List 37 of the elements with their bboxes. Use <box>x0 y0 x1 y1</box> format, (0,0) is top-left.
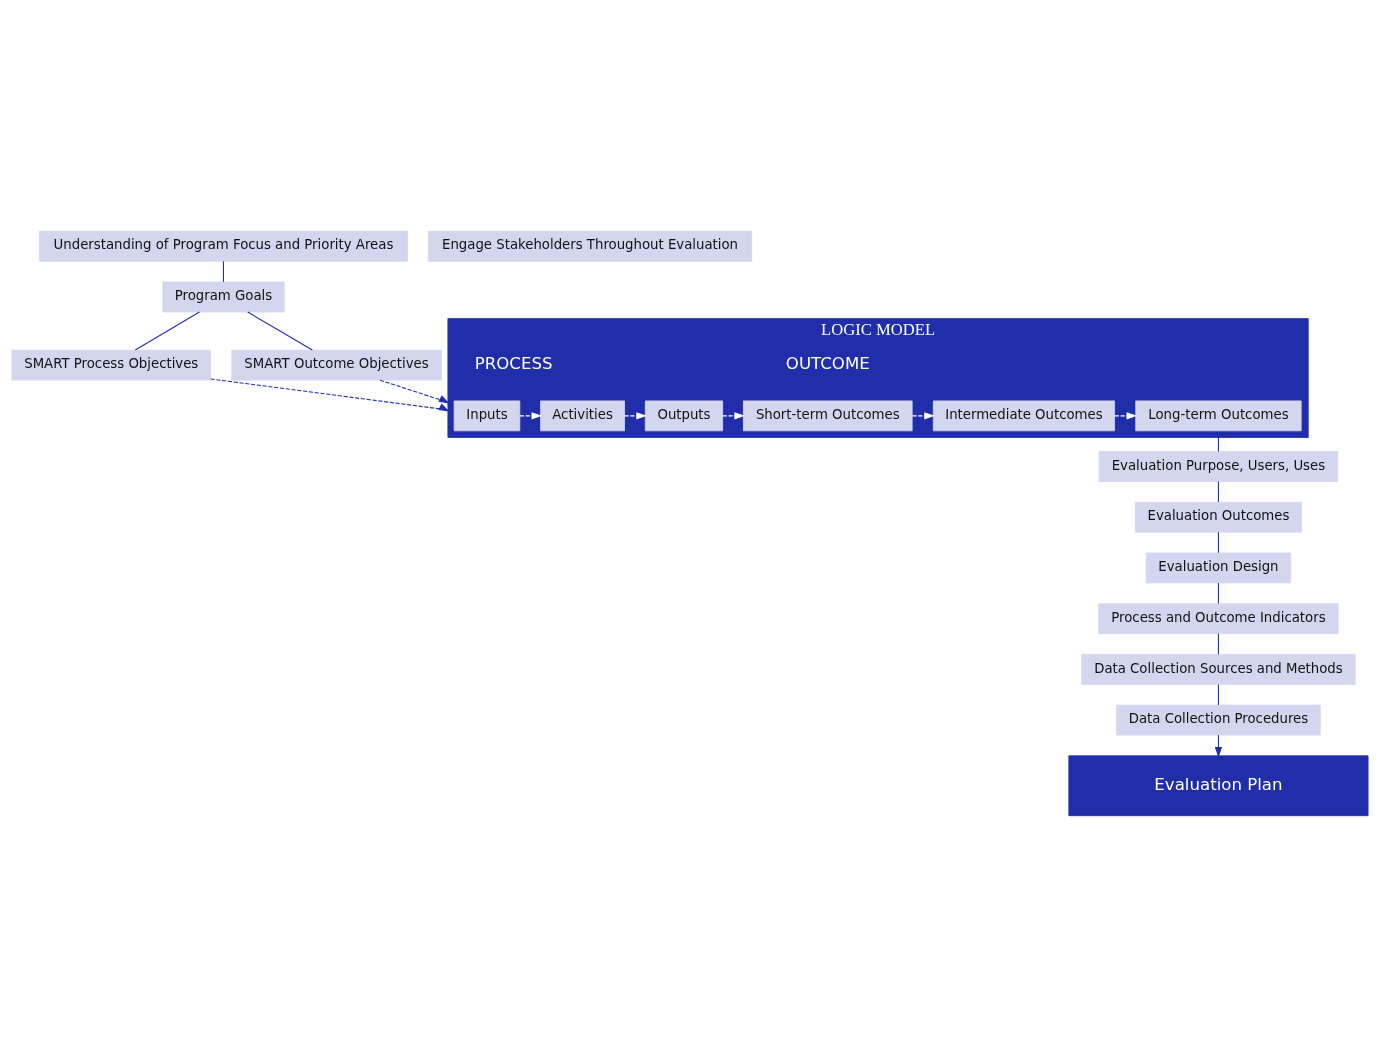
node-box: SMART Process Objectives <box>11 349 211 381</box>
arrow <box>519 411 543 420</box>
arrow <box>210 377 450 411</box>
connector <box>1217 436 1219 452</box>
node-box: Understanding of Program Focus and Priority Areas <box>38 230 408 262</box>
node-box: Evaluation Outcomes <box>1134 501 1302 533</box>
connector <box>134 311 200 351</box>
connector <box>1217 480 1219 503</box>
arrow <box>911 411 935 420</box>
label: PROCESS <box>474 353 553 373</box>
node-box: Outputs <box>644 399 724 431</box>
arrow <box>722 411 745 420</box>
node-box: Evaluation Purpose, Users, Uses <box>1098 450 1339 482</box>
node-box: Evaluation Design <box>1145 552 1292 583</box>
connector <box>1217 581 1219 604</box>
arrow <box>1214 734 1223 757</box>
connector <box>222 260 224 282</box>
node-box: Inputs <box>453 399 521 431</box>
arrow <box>624 411 647 420</box>
node-box: Data Collection Sources and Methods <box>1081 653 1356 685</box>
node-box: Short-term Outcomes <box>743 399 913 431</box>
node-box: Intermediate Outcomes <box>932 399 1115 431</box>
connector <box>1217 531 1219 553</box>
connector <box>1217 632 1219 655</box>
node-box: Evaluation Plan <box>1068 754 1369 816</box>
node-box: Process and Outcome Indicators <box>1098 602 1339 634</box>
node-box: Long-term Outcomes <box>1135 399 1302 431</box>
node-box: Program Goals <box>162 281 285 312</box>
node-box: Engage Stakeholders Throughout Evaluation <box>427 230 753 262</box>
arrow <box>1114 411 1138 420</box>
node-box: Data Collection Procedures <box>1116 704 1321 735</box>
label: OUTCOME <box>785 353 870 373</box>
connector <box>1217 683 1219 705</box>
connector <box>247 311 313 351</box>
node-box: Activities <box>540 399 625 431</box>
node-box: SMART Outcome Objectives <box>231 349 442 381</box>
arrow <box>379 379 450 403</box>
